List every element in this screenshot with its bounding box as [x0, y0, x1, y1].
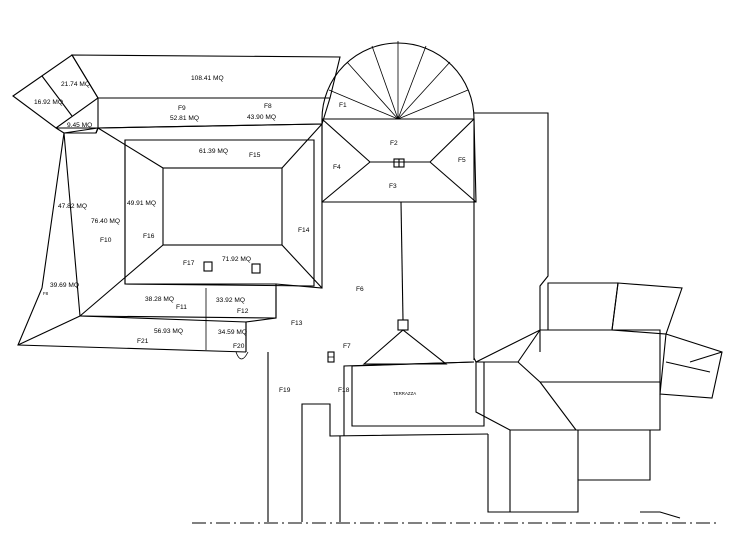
label-f19: F19: [279, 387, 291, 394]
label-49-91: 49.91 MQ: [127, 200, 156, 207]
label-f20: F20: [233, 343, 245, 350]
label-21-74: 21.74 MQ: [61, 81, 90, 88]
roof-central-area: [235, 112, 549, 522]
label-f11: F11: [176, 304, 187, 311]
label-terrazza: TERRAZZA: [393, 391, 416, 396]
label-f10: F10: [100, 237, 112, 244]
label-33-92: 33.92 MQ: [216, 297, 245, 304]
label-f6: F6: [356, 286, 364, 293]
label-43-90: 43.90 MQ: [247, 114, 276, 121]
label-56-93: 56.93 MQ: [154, 328, 183, 335]
label-39-69: 39.69 MQ: [50, 282, 79, 289]
label-108-41: 108.41 MQ: [191, 75, 224, 82]
label-71-92: 71.92 MQ: [222, 256, 251, 263]
label-38-28: 38.28 MQ: [145, 296, 174, 303]
label-f17: F17: [183, 260, 195, 267]
label-f8: F8: [264, 103, 272, 110]
label-f12: F12: [237, 308, 249, 315]
label-f7: F7: [343, 343, 351, 350]
label-f15: F15: [249, 152, 261, 159]
area-labels: 21.74 MQ 16.92 MQ 9.45 MQ 108.41 MQ F9 F…: [34, 75, 466, 396]
label-f18: F18: [338, 387, 350, 394]
label-f21: F21: [137, 338, 149, 345]
roof-right-cluster: [473, 282, 723, 513]
label-f3: F3: [389, 183, 397, 190]
label-f5: F5: [458, 157, 466, 164]
label-f13: F13: [291, 320, 303, 327]
label-f14: F14: [298, 227, 310, 234]
label-61-39: 61.39 MQ: [199, 148, 228, 155]
label-f8-small: F8: [43, 291, 49, 296]
label-16-92: 16.92 MQ: [34, 99, 63, 106]
roof-section-f8-f9: [71, 54, 341, 129]
roof-hipped-f2-f5: [321, 118, 477, 321]
label-f2: F2: [390, 140, 398, 147]
label-47-82: 47.82 MQ: [58, 203, 87, 210]
label-34-59: 34.59 MQ: [218, 329, 247, 336]
label-f1: F1: [339, 102, 347, 109]
label-52-81: 52.81 MQ: [170, 115, 199, 122]
label-9-45: 9.45 MQ: [67, 122, 92, 129]
label-f9: F9: [178, 105, 186, 112]
label-f16: F16: [143, 233, 155, 240]
label-76-40: 76.40 MQ: [91, 218, 120, 225]
label-f4: F4: [333, 164, 341, 171]
roof-terrace-block: [343, 319, 485, 436]
